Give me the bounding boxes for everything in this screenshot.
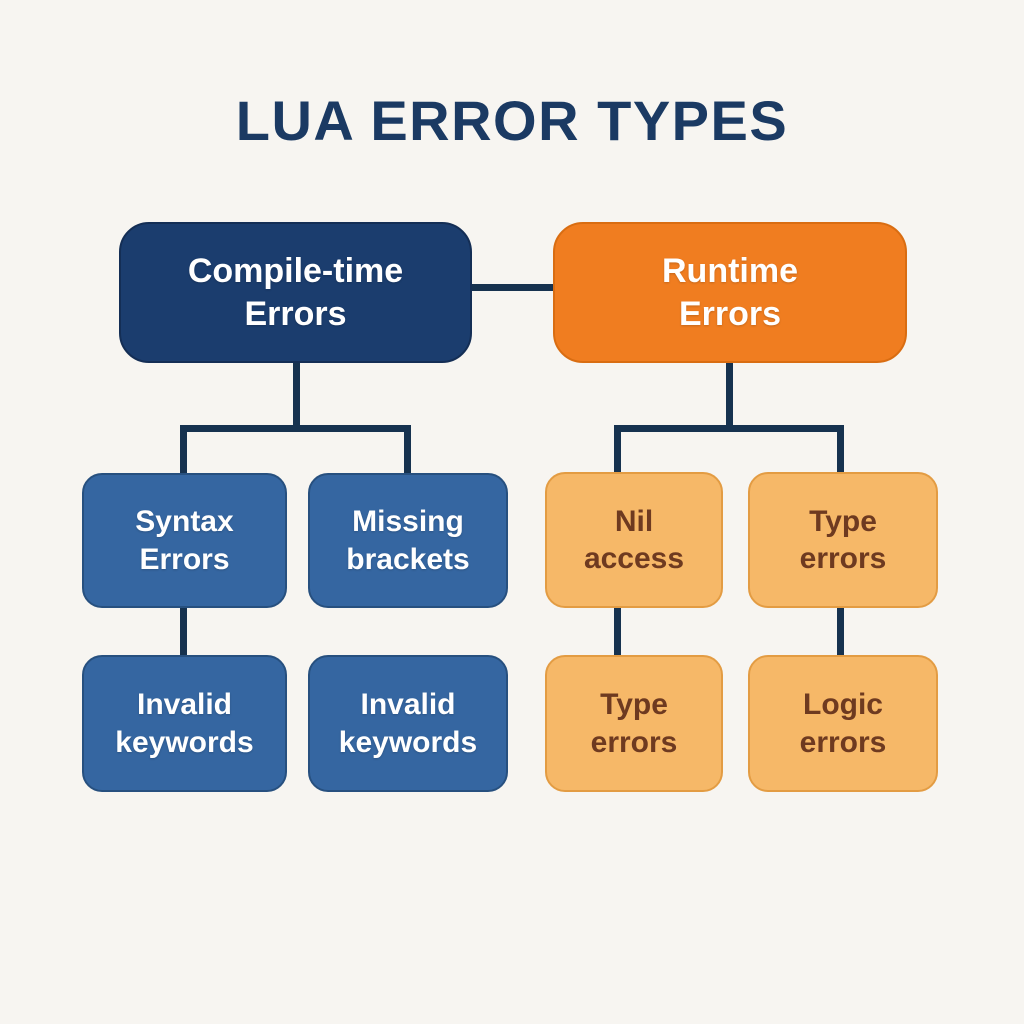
node-missing-brackets: Missing brackets	[308, 473, 508, 608]
connector-drop-syntax	[180, 425, 187, 477]
connector-roots-link	[466, 284, 558, 291]
node-runtime-errors: Runtime Errors	[553, 222, 907, 363]
node-invalid-keywords-1: Invalid keywords	[82, 655, 287, 792]
node-type-errors-2: Type errors	[545, 655, 723, 792]
node-logic-errors: Logic errors	[748, 655, 938, 792]
page-title: LUA ERROR TYPES	[235, 89, 789, 152]
node-nil-access: Nil access	[545, 472, 723, 608]
node-type-errors-1: Type errors	[748, 472, 938, 608]
connector-nil-type	[614, 603, 621, 659]
node-compile-time-errors: Compile-time Errors	[119, 222, 472, 363]
connector-runtime-tbar	[614, 425, 844, 432]
connector-runtime-stem	[726, 358, 733, 430]
connector-type-logic	[837, 603, 844, 659]
connector-drop-missing	[404, 425, 411, 477]
connector-syntax-invalid	[180, 603, 187, 659]
node-invalid-keywords-2: Invalid keywords	[308, 655, 508, 792]
connector-drop-type-errors	[837, 425, 844, 476]
connector-drop-nil-access	[614, 425, 621, 476]
connector-compile-stem	[293, 358, 300, 430]
connector-compile-tbar	[180, 425, 411, 432]
node-syntax-errors: Syntax Errors	[82, 473, 287, 608]
